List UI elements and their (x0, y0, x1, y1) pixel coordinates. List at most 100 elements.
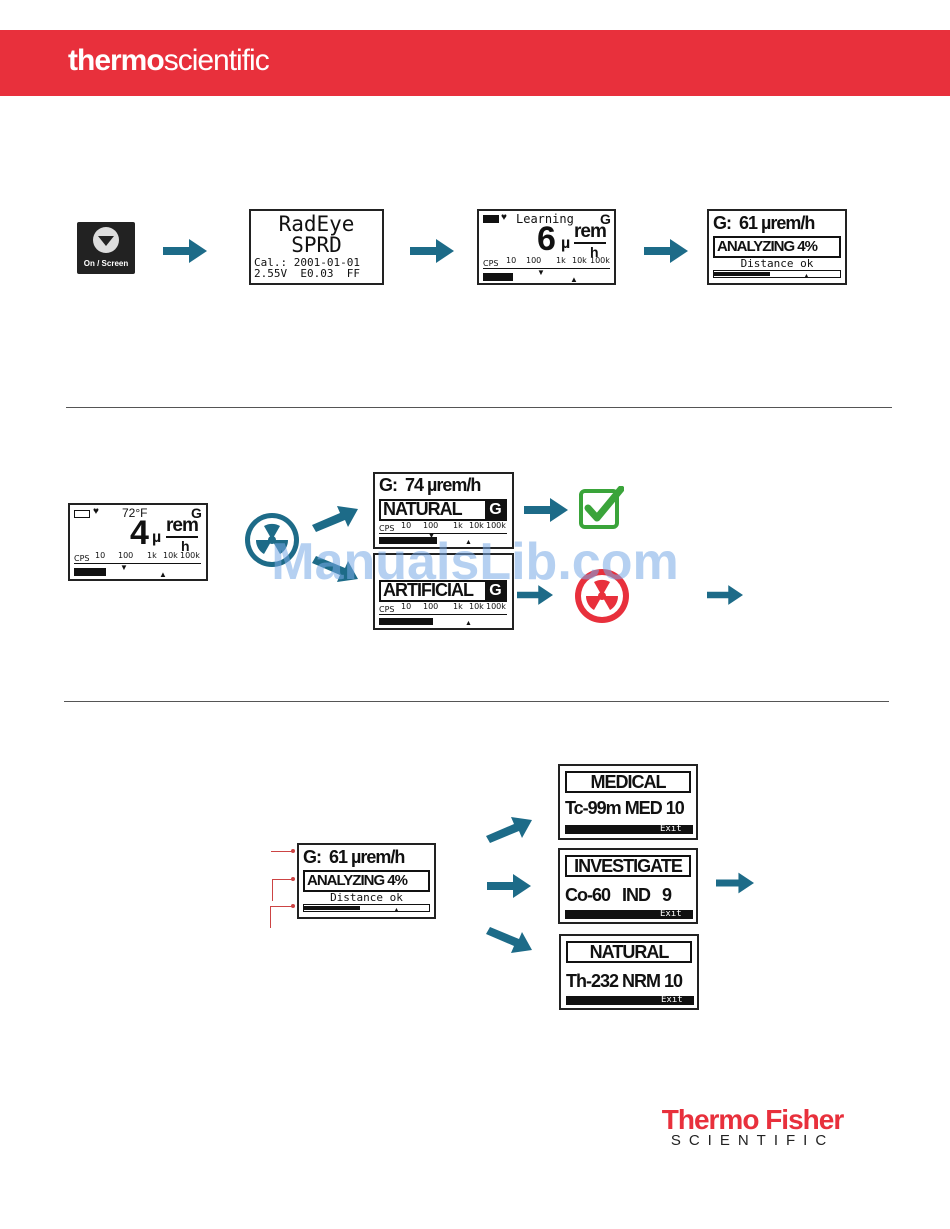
scale-tick: 1k (453, 521, 463, 530)
scale-tick: 100k (486, 602, 506, 611)
learning-screen: ♥ Learning G 6 µ rem h CPS 10 100 1k 10k… (477, 209, 616, 285)
logo-top-text: Thermo Fisher (661, 1104, 844, 1135)
nuclide-result: Th-232 NRM 10 (566, 971, 683, 991)
level-bar (74, 568, 106, 576)
marker-up: ▲ (159, 570, 167, 579)
marker-up: ▲ (803, 273, 810, 280)
nuclide-result: Co-60 IND 9 (565, 885, 672, 905)
marker-down: ▼ (120, 563, 128, 572)
arrow-right-icon (644, 239, 688, 263)
thermo-fisher-logo: Thermo Fisher SCIENTIFIC (655, 1104, 850, 1149)
exit-label[interactable]: Exit (660, 824, 682, 834)
result-screen-investigate: INVESTIGATE Co-60 IND 9 Exit (558, 848, 698, 924)
unit-top: rem (574, 221, 607, 244)
nuclide-result: Tc-99m MED 10 (565, 798, 685, 818)
section-divider (64, 701, 889, 702)
progress-frame (713, 270, 841, 278)
status-box (303, 870, 430, 892)
progress-fill (714, 272, 770, 276)
classification-status: NATURAL (383, 499, 463, 519)
marker-up: ▲ (465, 620, 472, 627)
arrow-right-icon (163, 239, 207, 263)
scale-tick: 1k (147, 551, 157, 560)
analyzing-status: ANALYZING 4% (307, 872, 408, 889)
callout-line (270, 906, 271, 928)
arrow-right-icon (707, 585, 743, 605)
result-screen-medical: MEDICAL Tc-99m MED 10 Exit (558, 764, 698, 840)
mode-indicator: G (600, 211, 611, 227)
arrow-right-icon (716, 872, 754, 894)
arrow-right-icon (524, 498, 568, 522)
category-box (565, 855, 691, 877)
status-box (379, 580, 507, 602)
distance-message: Distance ok (330, 891, 403, 904)
scale-tick: 1k (453, 602, 463, 611)
exit-bar (565, 910, 693, 919)
dose-reading: G: 74 µrem/h (379, 475, 481, 495)
scale-tick: 10k (469, 521, 484, 530)
scale-tick: 10 (401, 602, 412, 611)
scale-tick: 10k (572, 256, 587, 265)
level-bar (379, 537, 437, 544)
exit-bar (566, 996, 694, 1005)
scale-tick: 10 (401, 521, 412, 530)
learning-status: Learning (516, 212, 574, 226)
analyzing-status: ANALYZING 4% (717, 238, 818, 255)
watermark: ManualsLib.com (271, 533, 679, 591)
scale-line (379, 614, 507, 615)
classification-status: ARTIFICIAL (383, 580, 474, 600)
exit-bar (565, 825, 693, 834)
battery-voltage: 2.55V E0.03 FF (254, 267, 360, 280)
category-box (566, 941, 692, 963)
callout-line (271, 851, 293, 852)
device-model: SPRD (291, 233, 342, 257)
calibration-date: Cal.: 2001-01-01 (254, 256, 360, 269)
category-label: INVESTIGATE (574, 856, 683, 876)
unit-bottom: h (181, 538, 190, 554)
progress-frame (303, 904, 430, 912)
scale-label: CPS (379, 605, 395, 614)
arrow-right-icon (517, 585, 553, 605)
mode-indicator: G (485, 501, 505, 519)
checkbox-checked-icon (579, 486, 624, 529)
category-box (565, 771, 691, 793)
callout-line (270, 906, 293, 907)
on-screen-label: On / Screen (83, 259, 129, 268)
dose-reading: G: 61 µrem/h (713, 213, 815, 233)
marker-down: ▼ (537, 268, 545, 277)
dose-value: 6 (537, 220, 556, 258)
progress-fill (304, 906, 360, 910)
natural-screen: G: 74 µrem/h NATURAL G CPS 10 100 1k 10k… (373, 472, 514, 549)
chevron-down-icon (93, 227, 119, 253)
scale-tick: 10k (469, 602, 484, 611)
header-banner: thermoscientific (0, 30, 950, 96)
unit-bottom: h (590, 244, 599, 260)
scale-tick: 100k (590, 256, 610, 265)
analyzing-screen: G: 61 µrem/h ANALYZING 4% Distance ok ▲ (707, 209, 847, 285)
scale-tick: 100 (423, 602, 439, 611)
category-label: NATURAL (589, 942, 670, 962)
scale-tick: 1k (556, 256, 566, 265)
exit-label[interactable]: Exit (660, 909, 682, 919)
arrow-up-right-icon (312, 506, 358, 532)
scale-tick: 10 (95, 551, 106, 560)
scale-tick: 100 (118, 551, 134, 560)
arrow-down-right-icon (486, 927, 532, 953)
callout-line (272, 879, 273, 901)
arrow-down-right-icon (312, 556, 358, 582)
exit-label[interactable]: Exit (661, 995, 683, 1005)
scale-line (379, 533, 507, 534)
device-name: RadEye (278, 212, 355, 236)
scale-label: CPS (379, 524, 395, 533)
on-screen-button[interactable]: On / Screen (77, 222, 135, 274)
level-bar (379, 618, 433, 625)
heart-icon: ♥ (501, 212, 507, 223)
marker-up: ▲ (393, 907, 400, 914)
scale-label: CPS (483, 259, 499, 268)
dose-value: 4 (130, 514, 149, 552)
scale-line (74, 563, 201, 564)
callout-line (272, 879, 293, 880)
category-label: MEDICAL (590, 772, 667, 792)
radiation-source-icon (245, 513, 299, 567)
section-divider (66, 407, 892, 408)
